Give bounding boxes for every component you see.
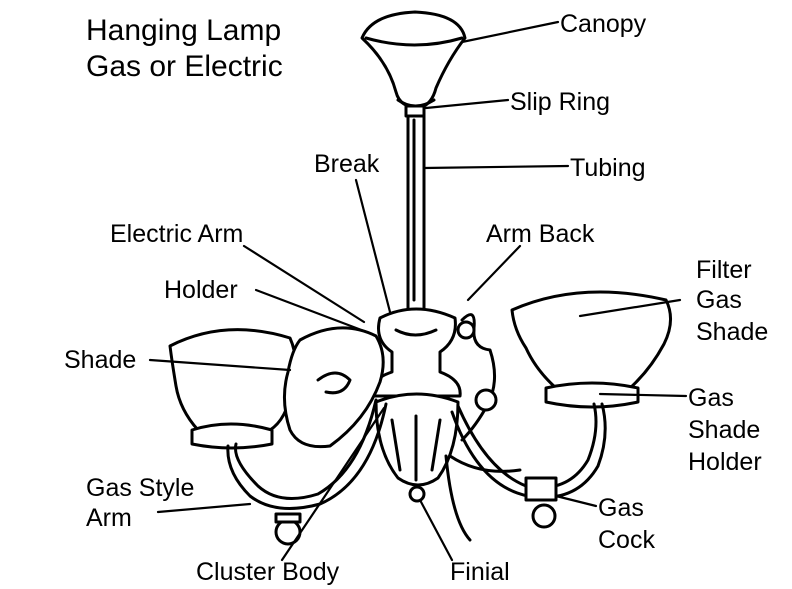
label-filter-line-1: Filter (696, 256, 752, 284)
label-gas-cock-line-2: Cock (598, 526, 655, 554)
label-filter-line-2: Gas (696, 286, 742, 314)
label-break: Break (314, 150, 380, 178)
label-filter-line-3: Shade (696, 318, 768, 346)
title-line-2: Gas or Electric (86, 50, 283, 83)
cluster-body-shape (369, 307, 462, 503)
label-holder: Holder (164, 276, 238, 304)
label-tubing: Tubing (570, 154, 646, 182)
leader-lines (148, 20, 688, 562)
label-gas-style-arm-line-1: Gas Style (86, 474, 194, 502)
label-gas-style-arm-line-2: Arm (86, 504, 132, 532)
label-gas-shade-holder-line-1: Gas (688, 384, 734, 412)
electric-shade-shape (283, 326, 385, 449)
label-gas-shade-holder-line-3: Holder (688, 448, 762, 476)
label-electric-arm: Electric Arm (110, 220, 243, 248)
label-gas-cock-line-1: Gas (598, 494, 644, 522)
right-shade-shape (510, 290, 672, 409)
label-gas-shade-holder-line-2: Shade (688, 416, 760, 444)
left-shade-shape (168, 328, 297, 450)
label-shade: Shade (64, 346, 136, 374)
label-slip-ring: Slip Ring (510, 88, 610, 116)
tubing-shape (404, 104, 426, 314)
label-finial: Finial (450, 558, 510, 586)
canopy-shape (360, 10, 467, 110)
title-line-1: Hanging Lamp (86, 14, 281, 47)
label-cluster-body: Cluster Body (196, 558, 340, 586)
label-arm-back: Arm Back (486, 220, 595, 248)
label-canopy: Canopy (560, 10, 647, 38)
arms-shape (226, 313, 607, 546)
